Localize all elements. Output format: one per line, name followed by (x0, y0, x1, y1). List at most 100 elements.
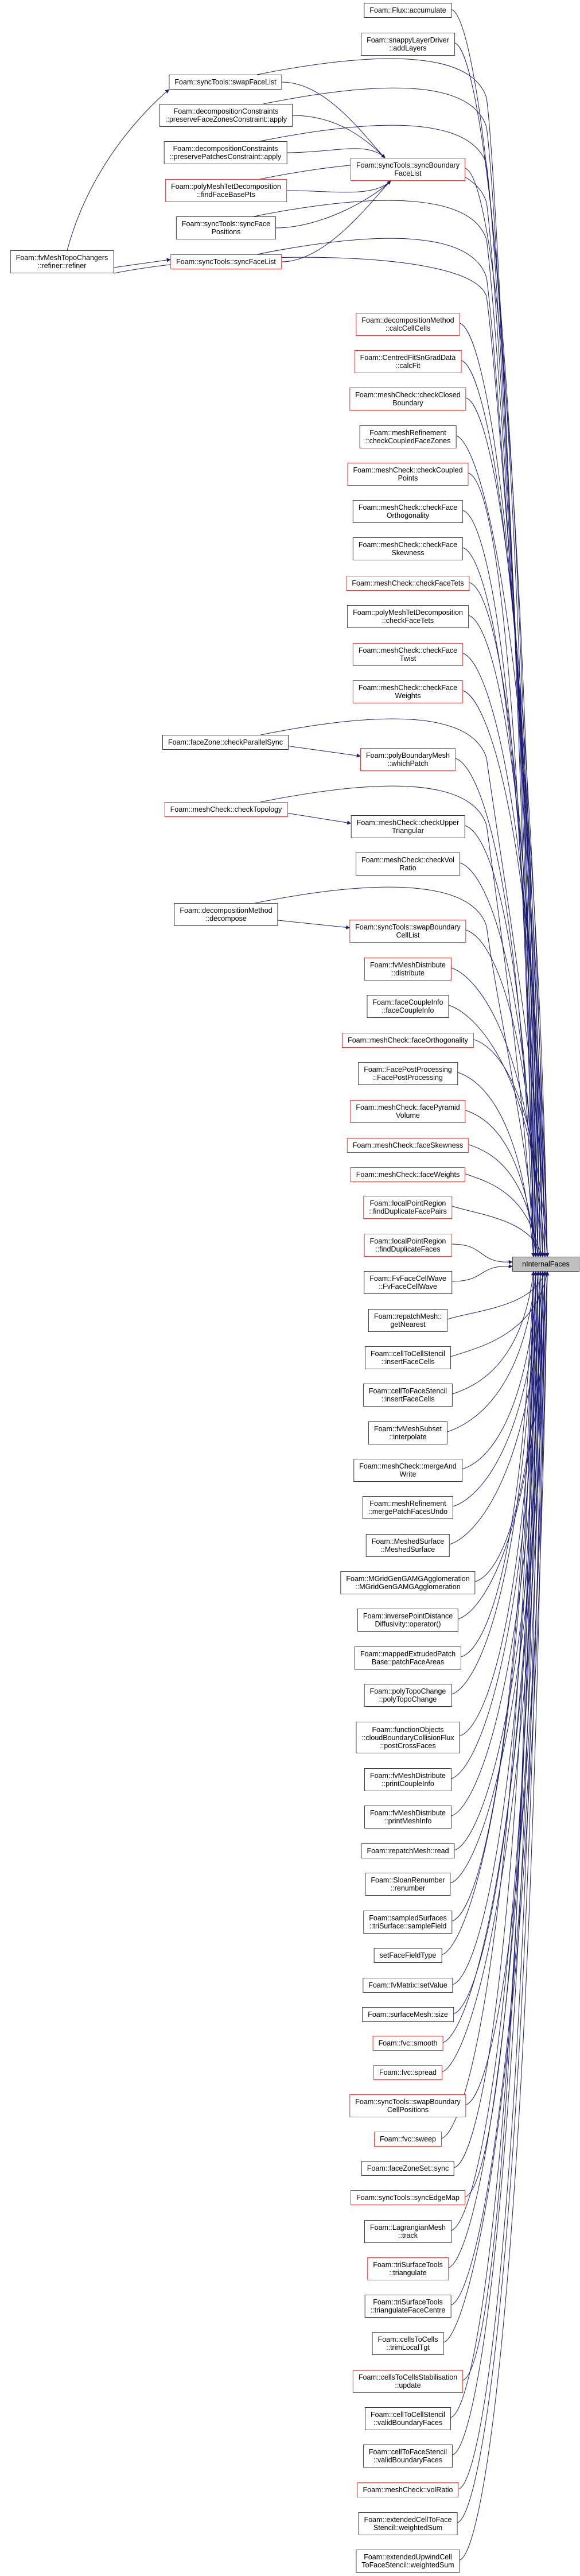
graph-node-poly-topo-change[interactable]: Foam::polyTopoChange::polyTopoChange (364, 1684, 452, 1707)
node-label-line: getNearest (390, 1320, 426, 1328)
graph-node-interpolate[interactable]: Foam::fvMeshSubset::interpolate (368, 1421, 448, 1444)
graph-node-c2c-insert-face-cells[interactable]: Foam::cellToCellStencil::insertFaceCells (365, 1346, 451, 1369)
graph-node-face-orthogonality[interactable]: Foam::meshCheck::faceOrthogonality (342, 1033, 474, 1048)
call-edge (288, 746, 361, 758)
graph-node-vol-ratio[interactable]: Foam::meshCheck::volRatio (357, 2482, 459, 2497)
node-label-line: Foam::faceCoupleInfo (372, 998, 443, 1006)
graph-node-face-skewness[interactable]: Foam::meshCheck::faceSkewness (347, 1138, 469, 1153)
graph-node-calc-fit[interactable]: Foam::CentredFitSnGradData::calcFit (354, 350, 462, 373)
graph-node-get-nearest[interactable]: Foam::repatchMesh::getNearest (368, 1309, 448, 1332)
graph-node-post-cross-faces[interactable]: Foam::functionObjects::cloudBoundaryColl… (356, 1722, 460, 1753)
graph-node-stabilisation-update[interactable]: Foam::cellsToCellsStabilisation::update (352, 2370, 464, 2393)
graph-node-meshed-surface[interactable]: Foam::MeshedSurface::MeshedSurface (365, 1534, 450, 1557)
graph-node-surface-mesh-size[interactable]: Foam::surfaceMesh::size (362, 2007, 454, 2022)
graph-node-sample-field[interactable]: Foam::sampledSurfaces::triSurface::sampl… (363, 1911, 453, 1934)
node-label-line: ::FvFaceCellWave (379, 1283, 437, 1291)
node-label-line: Foam::meshCheck::mergeAnd (359, 1462, 457, 1470)
call-edge (468, 615, 545, 1257)
node-label-line: Write (399, 1470, 416, 1478)
graph-node-c2f-valid-boundary-faces[interactable]: Foam::cellToFaceStencil::validBoundaryFa… (363, 2445, 453, 2467)
graph-node-set-value[interactable]: Foam::fvMatrix::setValue (363, 1978, 453, 1993)
graph-node-accumulate[interactable]: Foam::Flux::accumulate (364, 3, 452, 18)
node-label-line: Foam::syncTools::syncEdgeMap (356, 2194, 460, 2202)
graph-node-face-couple-info[interactable]: Foam::faceCoupleInfo::faceCoupleInfo (367, 995, 449, 1018)
node-label-line: Foam::meshRefinement (369, 1500, 446, 1508)
graph-node-swap-face-list[interactable]: Foam::syncTools::swapFaceList (169, 75, 282, 90)
graph-node-add-layers[interactable]: Foam::snappyLayerDriver::addLayers (361, 33, 455, 56)
call-edge (260, 125, 540, 1257)
graph-node-fv-face-cell-wave[interactable]: Foam::FvFaceCellWave::FvFaceCellWave (364, 1271, 452, 1294)
graph-node-sweep[interactable]: Foam::fvc::sweep (374, 2132, 442, 2147)
graph-node-set-face-field-type[interactable]: setFaceFieldType (373, 1948, 442, 1963)
graph-node-calc-cell-cells[interactable]: Foam::decompositionMethod::calcCellCells (356, 313, 460, 336)
graph-node-print-couple-info[interactable]: Foam::fvMeshDistribute::printCoupleInfo (364, 1768, 451, 1791)
graph-node-trim-local-tgt[interactable]: Foam::cellsToCells::trimLocalTgt (372, 2332, 444, 2355)
call-edge (466, 929, 543, 1257)
graph-node-refiner[interactable]: Foam::fvMeshTopoChangers::refiner::refin… (10, 250, 114, 273)
node-label-line: Foam::meshCheck::facePyramid (356, 1103, 460, 1111)
graph-node-preserve-patches[interactable]: Foam::decompositionConstraints::preserve… (164, 141, 287, 164)
graph-node-check-parallel-sync[interactable]: Foam::faceZone::checkParallelSync (162, 735, 289, 750)
node-label-line: nInternalFaces (522, 1260, 570, 1268)
graph-node-preserve-face-zones[interactable]: Foam::decompositionConstraints::preserve… (159, 104, 293, 127)
graph-node-which-patch[interactable]: Foam::polyBoundaryMesh::whichPatch (360, 748, 456, 771)
graph-node-c2c-valid-boundary-faces[interactable]: Foam::cellToCellStencil::validBoundaryFa… (365, 2407, 451, 2430)
call-edge (281, 180, 391, 262)
graph-node-renumber[interactable]: Foam::SloanRenumber::renumber (365, 1873, 451, 1896)
call-edge (451, 1271, 543, 1779)
graph-node-check-topology[interactable]: Foam::meshCheck::checkTopology (164, 802, 288, 817)
graph-node-face-weights[interactable]: Foam::meshCheck::faceWeights (350, 1167, 466, 1182)
graph-node-find-duplicate-face-pairs[interactable]: Foam::localPointRegion::findDuplicateFac… (363, 1196, 453, 1219)
graph-node-spread[interactable]: Foam::fvc::spread (373, 2065, 443, 2080)
graph-node-check-face-tets[interactable]: Foam::meshCheck::checkFaceTets (346, 576, 470, 591)
graph-node-sync-edge-map[interactable]: Foam::syncTools::syncEdgeMap (351, 2190, 465, 2205)
node-label-line: Foam::repatchMesh::read (367, 1847, 449, 1855)
graph-node-track[interactable]: Foam::LagrangianMesh::track (364, 2220, 452, 2243)
graph-node-find-duplicate-faces[interactable]: Foam::localPointRegion::findDuplicateFac… (364, 1234, 452, 1257)
node-label-line: Foam::meshCheck::checkFaceTets (352, 579, 464, 587)
graph-node-triangulate-face-centre[interactable]: Foam::triSurfaceTools::triangulateFaceCe… (364, 2295, 451, 2318)
node-label-line: Foam::syncTools::syncFace (181, 220, 271, 228)
graph-node-find-face-base-pts[interactable]: Foam::polyMeshTetDecomposition::findFace… (165, 179, 287, 202)
node-label-line: ::preserveFaceZonesConstraint::apply (165, 115, 287, 123)
graph-node-repatch-read[interactable]: Foam::repatchMesh::read (361, 1843, 455, 1858)
graph-node-distribute[interactable]: Foam::fvMeshDistribute::distribute (364, 958, 451, 981)
graph-node-decompose[interactable]: Foam::decompositionMethod::decompose (174, 903, 278, 926)
graph-node-print-mesh-info[interactable]: Foam::fvMeshDistribute::printMeshInfo (364, 1806, 451, 1829)
call-edge (114, 258, 171, 268)
graph-node-check-coupled-face-zones[interactable]: Foam::meshRefinement::checkCoupledFaceZo… (359, 425, 457, 448)
node-label-line: Foam::sampledSurfaces (369, 1914, 447, 1922)
graph-node-merge-patch-faces-undo[interactable]: Foam::meshRefinement::mergePatchFacesUnd… (362, 1496, 454, 1519)
graph-node-triangulate[interactable]: Foam::triSurfaceTools::triangulate (367, 2257, 449, 2280)
graph-node-tet-check-face-tets[interactable]: Foam::polyMeshTetDecomposition::checkFac… (347, 605, 469, 628)
call-edge (278, 920, 351, 929)
graph-node-c2f-insert-face-cells[interactable]: Foam::cellToFaceStencil::insertFaceCells (363, 1384, 453, 1407)
graph-node-mgrid-gen[interactable]: Foam::MGridGenGAMGAgglomeration::MGridGe… (340, 1571, 476, 1594)
graph-node-face-post-processing[interactable]: Foam::FacePostProcessing::FacePostProces… (358, 1062, 458, 1085)
graph-node-smooth[interactable]: Foam::fvc::smooth (372, 2036, 443, 2051)
call-edge (441, 1271, 536, 2139)
call-edge (452, 1271, 535, 1394)
graph-node-face-zone-set-sync[interactable]: Foam::faceZoneSet::sync (361, 2161, 455, 2176)
graph-node-sync-face-list[interactable]: Foam::syncTools::syncFaceList (170, 254, 282, 269)
